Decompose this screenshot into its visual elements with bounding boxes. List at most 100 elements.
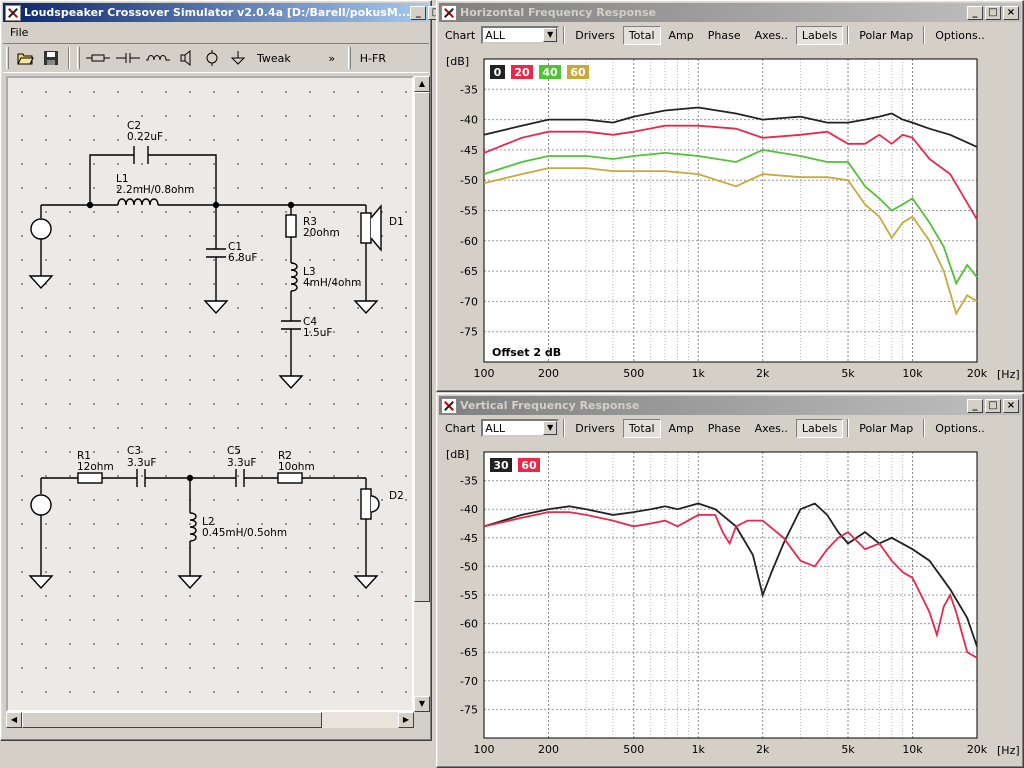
toolbar-overflow-button[interactable]: »	[328, 51, 336, 65]
menu-file[interactable]: File	[10, 25, 29, 39]
axes-button[interactable]: Axes..	[754, 28, 788, 42]
schematic-vertical-scrollbar[interactable]: ▲ ▼	[414, 76, 430, 712]
drivers-button[interactable]: Drivers	[575, 421, 615, 435]
app-icon[interactable]	[5, 4, 21, 21]
hfr-title: Horizontal Frequency Response	[460, 6, 656, 19]
toolbar-grip[interactable]	[6, 47, 9, 69]
schematic-drawing[interactable]: C20.22uFL12.2mH/0.8ohmR320ohmD1C16.8uFL3…	[8, 78, 412, 710]
vfr-app-icon[interactable]	[441, 397, 457, 414]
axes-button[interactable]: Axes..	[754, 421, 788, 435]
chevron-down-icon[interactable]: ▼	[543, 28, 558, 42]
chart-label: Chart	[445, 28, 476, 42]
options-button[interactable]: Options..	[935, 421, 985, 435]
resistor-r1[interactable]	[77, 472, 103, 484]
inductor-l2[interactable]	[177, 478, 203, 590]
minimize-icon[interactable]: _	[967, 5, 983, 20]
driver-d1[interactable]	[353, 204, 382, 315]
label-d2: D2	[389, 490, 404, 502]
phase-button[interactable]: Phase	[707, 421, 741, 435]
resistor-r2[interactable]	[277, 472, 303, 484]
chart-select[interactable]: ALL ▼	[481, 26, 560, 44]
inductor-l3[interactable]	[290, 262, 298, 321]
drivers-button[interactable]: Drivers	[575, 28, 615, 42]
hfr-titlebar[interactable]: Horizontal Frequency Response _ □ ×	[439, 3, 1021, 22]
vfr-titlebar[interactable]: Vertical Frequency Response _ □ ×	[439, 396, 1021, 415]
polar-map-button[interactable]: Polar Map	[859, 28, 914, 42]
source-2[interactable]	[28, 478, 54, 590]
toolbar-separator	[923, 26, 926, 44]
x-tick-label: 10k	[902, 367, 923, 380]
schematic-horizontal-scrollbar[interactable]: ◀ ▶	[6, 712, 414, 728]
label-r1-value: 12ohm	[77, 461, 114, 473]
inductor-tool-icon[interactable]	[143, 46, 173, 70]
legend-label-40: 40	[542, 66, 558, 79]
x-tick-label: 200	[538, 367, 559, 380]
y-axis-label: [dB]	[446, 55, 469, 68]
window-title: Loudspeaker Crossover Simulator v2.0.4a …	[24, 6, 411, 19]
chart-select-value: ALL	[485, 28, 506, 42]
options-button[interactable]: Options..	[935, 28, 985, 42]
label-r2-value: 10ohm	[278, 461, 315, 473]
labels-button[interactable]: Labels	[795, 25, 844, 45]
chevron-down-icon[interactable]: ▼	[543, 421, 558, 435]
maximize-icon[interactable]: □	[985, 5, 1001, 20]
toolbar-separator	[847, 26, 850, 44]
driver-d2[interactable]	[353, 478, 380, 590]
scroll-right-icon[interactable]: ▶	[398, 712, 414, 728]
phase-button[interactable]: Phase	[707, 28, 741, 42]
x-tick-label: 100	[474, 743, 495, 756]
close-icon[interactable]: ×	[1003, 398, 1019, 413]
polar-map-button[interactable]: Polar Map	[859, 421, 914, 435]
save-icon[interactable]	[38, 46, 64, 70]
scroll-left-icon[interactable]: ◀	[6, 712, 22, 728]
plot-frame	[483, 58, 978, 363]
x-tick-label: 500	[623, 743, 644, 756]
chart-select-value: ALL	[485, 421, 506, 435]
close-icon[interactable]: ×	[1003, 5, 1019, 20]
capacitor-c2[interactable]	[133, 146, 149, 164]
legend-label-20: 20	[514, 66, 530, 79]
amp-button[interactable]: Amp	[668, 28, 694, 42]
vertical-scroll-thumb[interactable]	[414, 92, 430, 602]
resistor-tool-icon[interactable]	[83, 46, 113, 70]
y-tick-label: -70	[460, 675, 478, 688]
minimize-icon[interactable]: _	[967, 398, 983, 413]
ground-tool-icon[interactable]	[225, 46, 251, 70]
capacitor-tool-icon[interactable]	[113, 46, 143, 70]
x-tick-label: 20k	[967, 743, 988, 756]
capacitor-c4[interactable]	[278, 320, 304, 390]
minimize-icon[interactable]: _	[410, 5, 427, 20]
source-1[interactable]	[28, 205, 54, 290]
maximize-icon[interactable]: □	[985, 398, 1001, 413]
amp-button[interactable]: Amp	[668, 421, 694, 435]
driver-tool-icon[interactable]	[173, 46, 199, 70]
open-icon[interactable]	[12, 46, 38, 70]
hfr-app-icon[interactable]	[441, 4, 457, 21]
tweak-button[interactable]: Tweak	[257, 51, 291, 65]
total-button[interactable]: Total	[622, 418, 661, 438]
source-tool-icon[interactable]	[199, 46, 225, 70]
scroll-up-icon[interactable]: ▲	[414, 76, 430, 92]
hfr-button[interactable]: H-FR	[359, 51, 386, 65]
label-c3-value: 3.3uF	[127, 457, 156, 469]
total-button[interactable]: Total	[622, 25, 661, 45]
horizontal-scroll-thumb[interactable]	[22, 712, 322, 728]
capacitor-c1[interactable]	[203, 205, 229, 315]
chart-select[interactable]: ALL ▼	[481, 419, 560, 437]
resistor-r3[interactable]	[285, 205, 297, 263]
wire	[89, 154, 217, 205]
labels-button[interactable]: Labels	[795, 418, 844, 438]
label-l1-value: 2.2mH/0.8ohm	[116, 184, 194, 196]
toolbar-grip-2[interactable]	[77, 47, 80, 69]
label-l2-value: 0.45mH/0.5ohm	[202, 527, 287, 539]
label-c1: C1	[228, 241, 242, 253]
inductor-l1[interactable]	[117, 198, 159, 206]
main-titlebar[interactable]: Loudspeaker Crossover Simulator v2.0.4a …	[3, 3, 463, 22]
toolbar-grip-3[interactable]	[347, 47, 351, 69]
scroll-down-icon[interactable]: ▼	[414, 696, 430, 712]
